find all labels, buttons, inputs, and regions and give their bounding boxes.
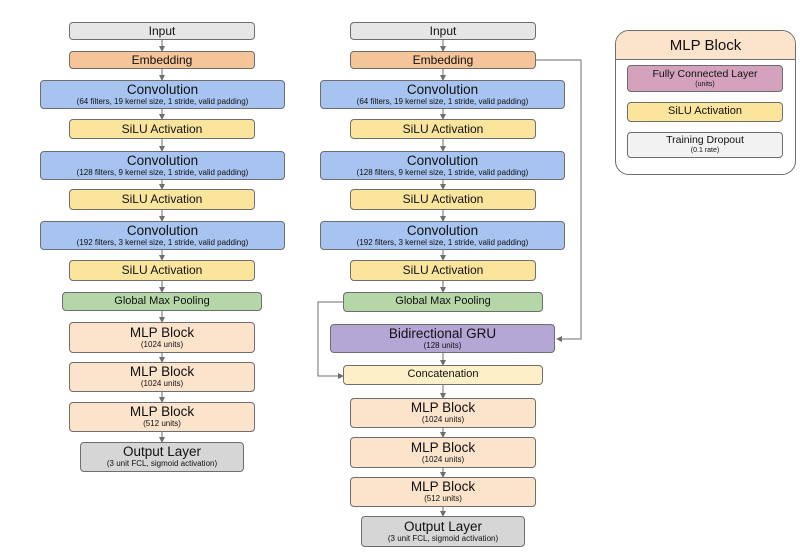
mid-concat-label: Concatenation xyxy=(407,368,479,381)
mid-conv1-node: Convolution (64 filters, 19 kernel size,… xyxy=(320,80,565,109)
left-conv3-detail: (192 filters, 3 kernel size, 1 stride, v… xyxy=(76,237,249,247)
left-conv2-node: Convolution (128 filters, 9 kernel size,… xyxy=(40,151,285,180)
mid-gru-node: Bidirectional GRU (128 units) xyxy=(330,324,555,353)
mid-act1-node: SiLU Activation xyxy=(350,119,536,139)
mid-conv2-node: Convolution (128 filters, 9 kernel size,… xyxy=(320,151,565,180)
mid-act2-label: SiLU Activation xyxy=(402,192,484,207)
mid-conv3-node: Convolution (192 filters, 3 kernel size,… xyxy=(320,221,565,250)
left-conv2-detail: (128 filters, 9 kernel size, 1 stride, v… xyxy=(76,167,249,177)
edge-mid-embedding-gru-skip xyxy=(536,59,582,342)
left-mlp1-detail: (1024 units) xyxy=(140,339,184,349)
left-conv1-title: Convolution xyxy=(126,81,199,97)
mid-gru-title: Bidirectional GRU xyxy=(388,325,497,341)
left-act2-label: SiLU Activation xyxy=(121,192,203,207)
mid-act2-node: SiLU Activation xyxy=(350,189,536,210)
legend-fcl-title: Fully Connected Layer xyxy=(652,67,758,80)
left-embedding-node: Embedding xyxy=(69,51,255,69)
mid-mlp1-node: MLP Block (1024 units) xyxy=(350,398,536,428)
mid-conv3-title: Convolution xyxy=(406,222,479,238)
left-mlp1-title: MLP Block xyxy=(129,324,195,340)
mid-mlp3-title: MLP Block xyxy=(410,479,476,495)
legend-activation-node: SiLU Activation xyxy=(627,102,783,122)
mid-conv2-title: Convolution xyxy=(406,152,479,168)
left-mlp3-detail: (512 units) xyxy=(143,419,181,429)
left-conv1-node: Convolution (64 filters, 19 kernel size,… xyxy=(40,80,285,109)
legend-title: MLP Block xyxy=(616,31,795,60)
left-mlp2-title: MLP Block xyxy=(129,364,195,380)
left-mlp2-detail: (1024 units) xyxy=(140,379,184,389)
left-act1-label: SiLU Activation xyxy=(121,121,203,136)
mid-conv1-title: Convolution xyxy=(406,81,479,97)
mid-conv3-detail: (192 filters, 3 kernel size, 1 stride, v… xyxy=(356,237,529,247)
legend-dropout-detail: (0.1 rate) xyxy=(690,147,720,155)
mid-pool-node: Global Max Pooling xyxy=(343,292,543,312)
mid-mlp2-node: MLP Block (1024 units) xyxy=(350,437,536,468)
legend-activation-label: SiLU Activation xyxy=(668,105,742,118)
left-act3-label: SiLU Activation xyxy=(121,263,203,278)
mid-gru-detail: (128 units) xyxy=(423,340,462,350)
mid-output-node: Output Layer (3 unit FCL, sigmoid activa… xyxy=(361,516,525,547)
mid-mlp3-detail: (512 units) xyxy=(424,494,462,504)
left-conv2-title: Convolution xyxy=(126,152,199,168)
left-mlp3-node: MLP Block (512 units) xyxy=(69,402,255,432)
mid-output-title: Output Layer xyxy=(403,518,483,534)
mid-act3-node: SiLU Activation xyxy=(350,260,536,281)
mid-input-label: Input xyxy=(429,23,457,38)
mid-pool-label: Global Max Pooling xyxy=(395,295,491,308)
mid-concat-node: Concatenation xyxy=(343,365,543,385)
left-mlp3-title: MLP Block xyxy=(129,404,195,420)
mid-input-node: Input xyxy=(350,22,536,40)
left-output-detail: (3 unit FCL, sigmoid activation) xyxy=(106,459,218,469)
left-mlp1-node: MLP Block (1024 units) xyxy=(69,322,255,353)
left-conv1-detail: (64 filters, 19 kernel size, 1 stride, v… xyxy=(76,96,249,106)
mid-mlp2-detail: (1024 units) xyxy=(421,454,465,464)
left-output-node: Output Layer (3 unit FCL, sigmoid activa… xyxy=(80,442,244,472)
left-mlp2-node: MLP Block (1024 units) xyxy=(69,362,255,392)
legend-dropout-node: Training Dropout (0.1 rate) xyxy=(627,132,783,158)
left-pool-label: Global Max Pooling xyxy=(114,294,210,307)
mid-act1-label: SiLU Activation xyxy=(402,121,484,136)
mid-act3-label: SiLU Activation xyxy=(402,263,484,278)
mid-mlp2-title: MLP Block xyxy=(410,439,476,455)
left-act2-node: SiLU Activation xyxy=(69,189,255,210)
mid-mlp1-detail: (1024 units) xyxy=(421,415,465,425)
legend-fcl-detail: (units) xyxy=(695,80,715,88)
mid-embedding-node: Embedding xyxy=(350,51,536,69)
edge-mid-pool-concat-skip xyxy=(317,301,344,379)
legend-dropout-title: Training Dropout xyxy=(666,134,744,147)
mid-mlp3-node: MLP Block (512 units) xyxy=(350,477,536,507)
legend-fcl-node: Fully Connected Layer (units) xyxy=(627,65,783,92)
left-act1-node: SiLU Activation xyxy=(69,119,255,139)
left-output-title: Output Layer xyxy=(122,444,202,460)
mid-conv2-detail: (128 filters, 9 kernel size, 1 stride, v… xyxy=(356,167,529,177)
left-embedding-label: Embedding xyxy=(131,52,193,67)
mid-output-detail: (3 unit FCL, sigmoid activation) xyxy=(387,533,499,543)
mid-embedding-label: Embedding xyxy=(412,52,474,67)
mid-conv1-detail: (64 filters, 19 kernel size, 1 stride, v… xyxy=(356,96,529,106)
left-act3-node: SiLU Activation xyxy=(69,260,255,281)
left-conv3-title: Convolution xyxy=(126,222,199,238)
mid-mlp1-title: MLP Block xyxy=(410,400,476,416)
left-input-node: Input xyxy=(69,22,255,40)
left-pool-node: Global Max Pooling xyxy=(62,292,262,311)
left-conv3-node: Convolution (192 filters, 3 kernel size,… xyxy=(40,221,285,250)
left-input-label: Input xyxy=(148,23,176,38)
